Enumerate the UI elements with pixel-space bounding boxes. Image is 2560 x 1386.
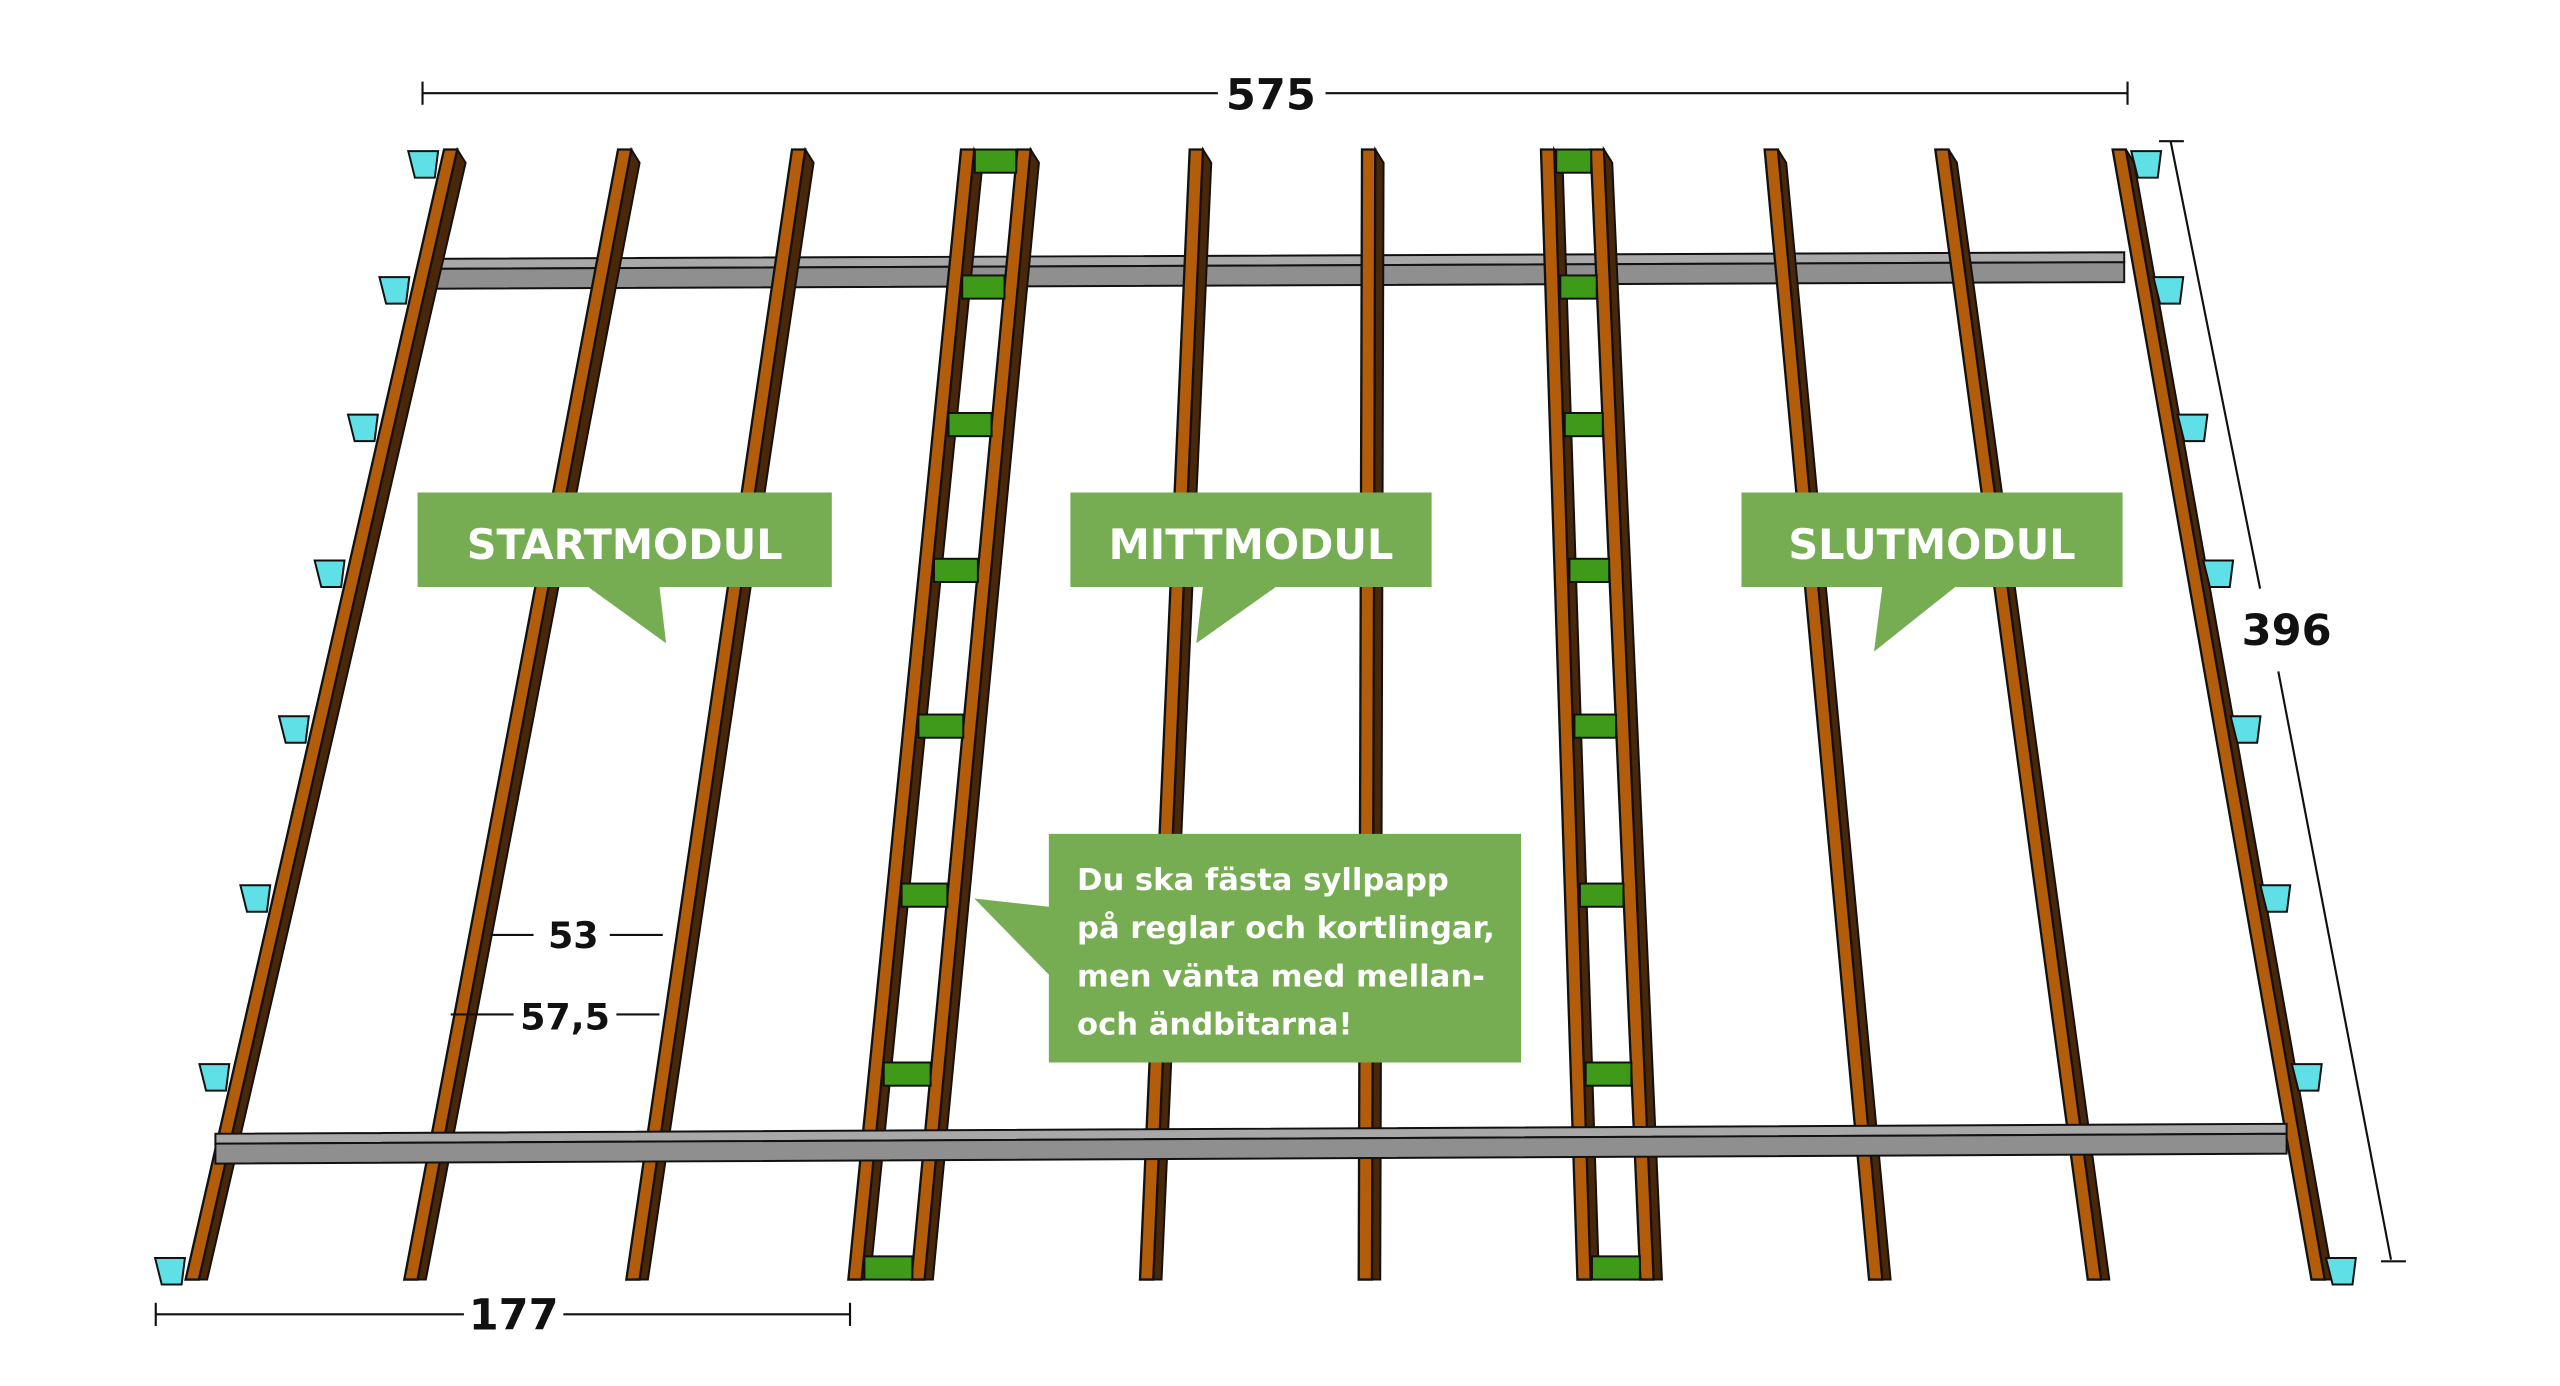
joist [1934,148,2103,1281]
blocking [932,557,979,583]
dimension-spacing-outer-label: 53 [548,914,599,957]
spacer-block-left [346,413,379,443]
blocking [1573,713,1618,739]
spacer-block-left [313,559,346,588]
blocking [882,1061,932,1087]
callout-slutmodul-label: SLUTMODUL [1788,521,2075,569]
blocking [1590,1255,1641,1281]
spacer-block-left [406,150,440,179]
spacer-block-right [2290,1063,2323,1092]
callout-startmodul-label: STARTMODUL [467,521,783,569]
dimension-total-width [421,81,2129,105]
joist [1357,148,1377,1281]
block-layer [153,148,2357,1286]
joist-side [1947,148,2111,1281]
dimension-total-width-label: 575 [1226,71,1316,121]
blocking [961,274,1006,300]
blocking [1584,1061,1633,1087]
joist-side [638,146,815,1281]
callout-slutmodul: SLUTMODUL [1741,492,2123,652]
dimension-spacing-ticks [439,969,671,1053]
dimension-depth-label: 396 [2242,606,2332,656]
callout-note-text: Du ska fästa syllpapp på reglar och kort… [1077,863,1505,1042]
spacer-block-left [198,1063,231,1092]
callout-mittmodul: MITTMODUL [1070,492,1432,644]
blocking [1578,882,1625,908]
dimension-module-width [154,1302,852,1326]
joist-side [1776,148,1892,1281]
joist-side [197,146,467,1281]
front-beam-layer [214,1122,2288,1165]
blocking [973,148,1018,174]
blocking [863,1255,914,1281]
dimension-spacing [450,933,663,1016]
blocking [1563,411,1604,438]
blocking [1555,148,1593,174]
joist [184,148,459,1281]
spacer-block-right [2176,413,2209,443]
callout-startmodul: STARTMODUL [417,492,832,644]
callout-note: Du ska fästa syllpapp på reglar och kort… [974,833,1522,1063]
joist [847,148,976,1281]
dimension-depth [2159,140,2406,1263]
spacer-block-right [2201,559,2235,588]
dimension-spacing-center-label: 57,5 [520,995,610,1038]
joist [624,148,807,1281]
joist [1539,148,1592,1281]
joist [1138,148,1205,1281]
joist-layer [184,145,2335,1281]
bottom-beam [214,1132,2288,1165]
spacer-block-left [277,715,310,744]
blocking [900,882,949,908]
blocking [917,713,965,739]
joist [402,148,633,1281]
joist-side [416,146,641,1281]
joist-side [2124,148,2335,1281]
blocking [1568,557,1611,583]
spacer-block-left [239,884,272,913]
spacer-block-right [2229,715,2262,744]
spacer-block-left [378,276,411,305]
spacer-block-left [153,1257,187,1286]
blocking [947,411,993,438]
joist [2111,148,2327,1281]
spacer-block-right [2324,1257,2357,1286]
joist [1763,148,1884,1281]
spacer-block-right [2259,884,2292,913]
back-beam-layer [421,251,2126,290]
blocking [1559,274,1598,300]
spacer-block-right [2129,150,2163,179]
spacer-block-right [2152,276,2185,305]
callout-mittmodul-label: MITTMODUL [1109,521,1394,569]
dimension-module-width-label: 177 [469,1290,559,1340]
